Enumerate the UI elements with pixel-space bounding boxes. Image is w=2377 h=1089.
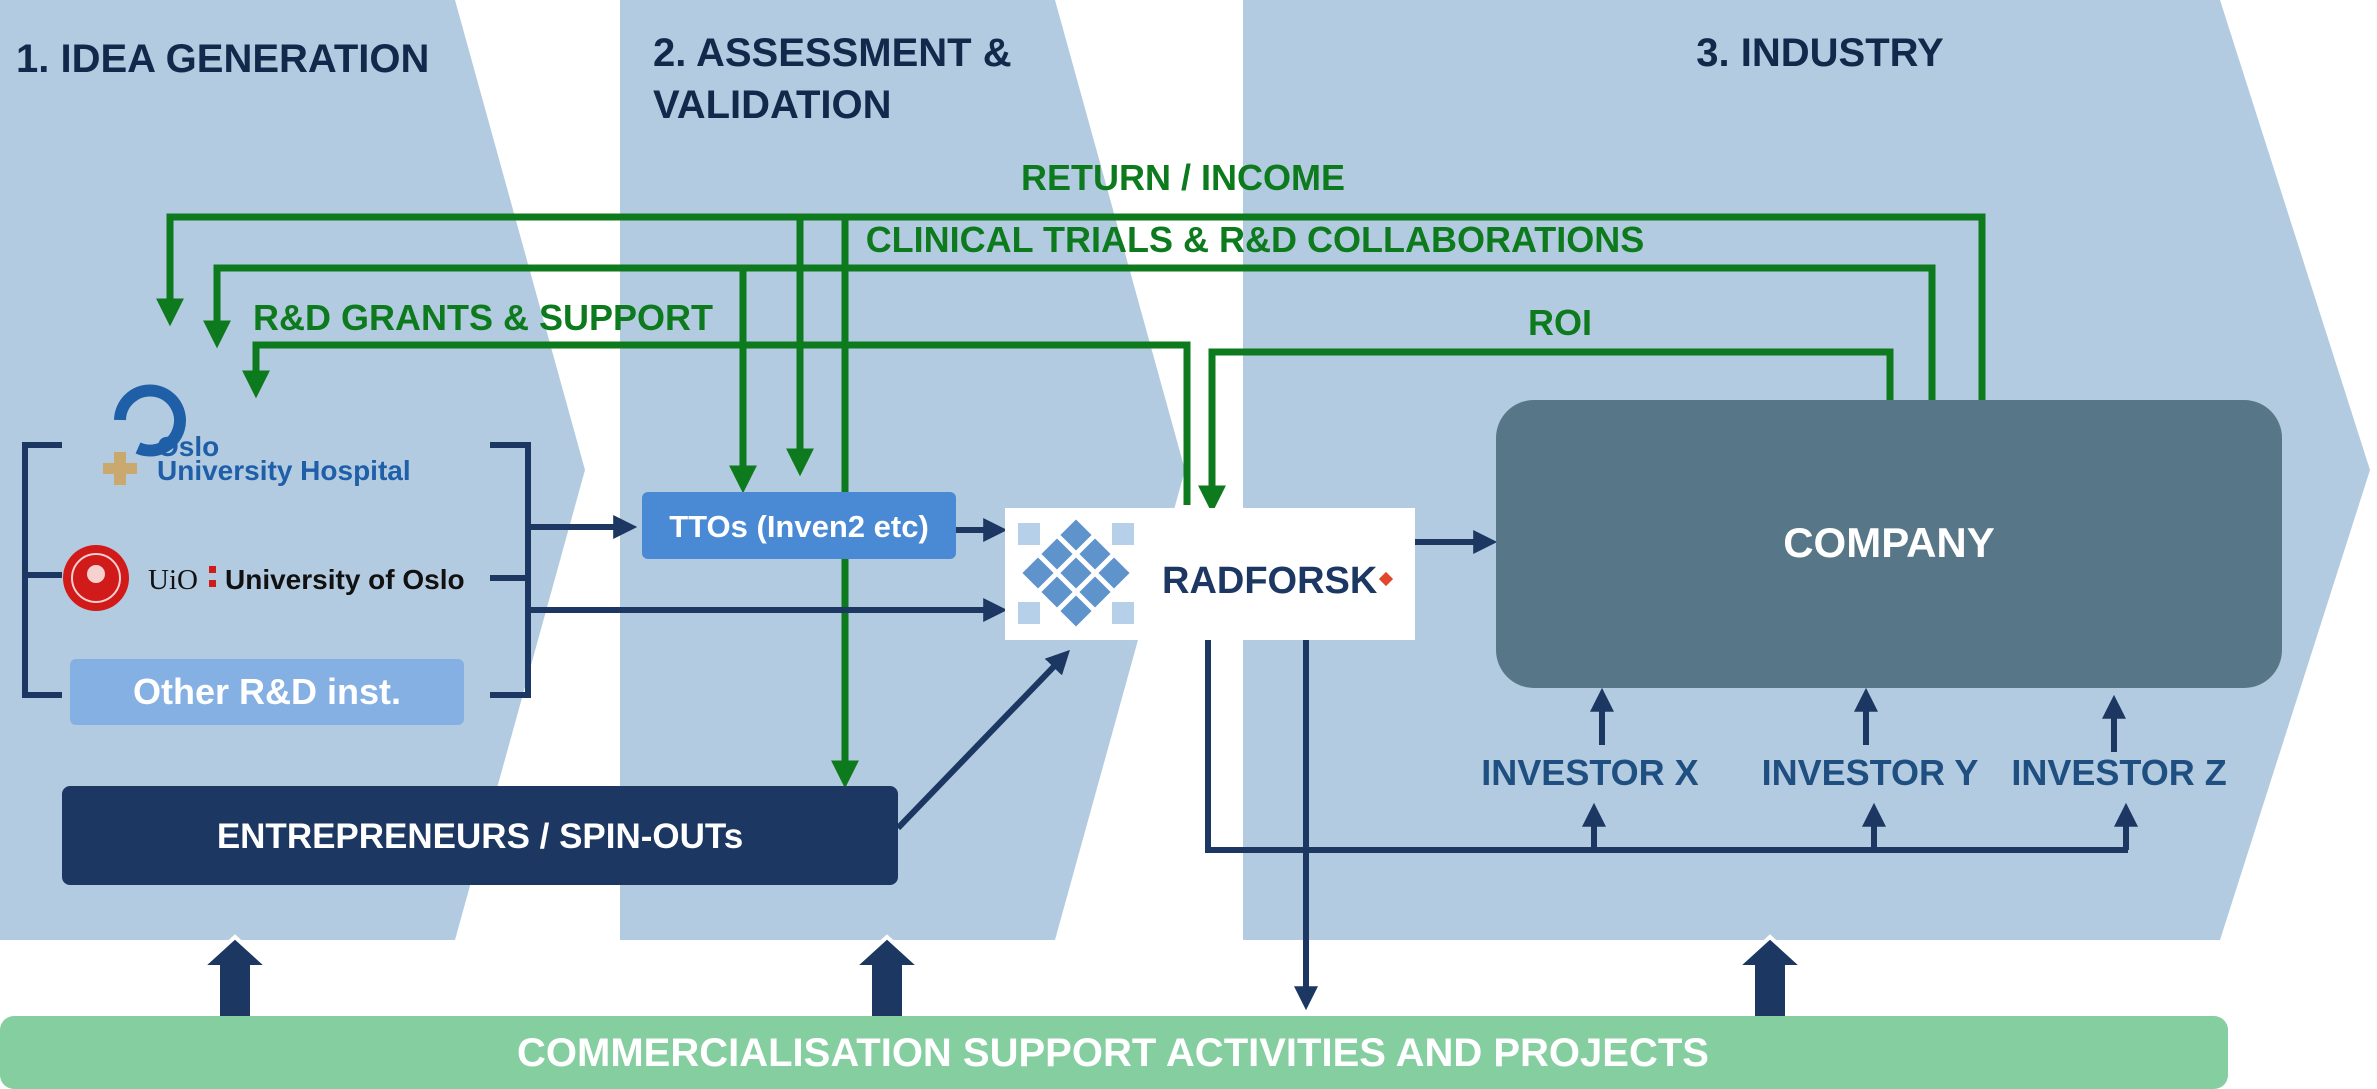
radforsk-accent-icon [1378, 571, 1394, 587]
institutions-bracket-right [490, 442, 531, 698]
investor-z-label: INVESTOR Z [2011, 752, 2226, 793]
clinical-trials-flow [203, 264, 1936, 494]
oslo-university-hospital-logo: Oslo University Hospital [103, 384, 411, 486]
roi-label: ROI [1528, 302, 1592, 343]
entrepreneurs-box [62, 786, 898, 885]
support-up-arrows [196, 934, 1809, 1022]
institution-flow-arrows [528, 515, 1071, 831]
ous-name-line2: University Hospital [157, 455, 411, 486]
stage-assessment-chevron [620, 0, 1185, 940]
up-arrow-icon [848, 934, 926, 1022]
roi-flow [1198, 348, 1894, 514]
radforsk-label: RADFORSK [1162, 560, 1378, 602]
investor-arrows [1205, 640, 2138, 1011]
clinical-trials-label: CLINICAL TRIALS & R&D COLLABORATIONS [866, 219, 1645, 260]
company-box [1496, 400, 2282, 688]
investor-x-label: INVESTOR X [1481, 752, 1698, 793]
uio-full-name: University of Oslo [225, 564, 465, 595]
company-label: COMPANY [1783, 519, 1995, 566]
commercialisation-support-bar [0, 1016, 2228, 1089]
up-arrow-icon [1731, 934, 1809, 1022]
other-rd-institutions-label: Other R&D inst. [133, 671, 401, 712]
stage-assessment-title-line2: VALIDATION [653, 83, 892, 127]
stage-assessment-title-line1: 2. ASSESSMENT & [653, 31, 1012, 75]
tto-box [642, 492, 956, 559]
uio-short-name: UiO [148, 564, 198, 596]
rd-grants-flow [242, 341, 1191, 505]
university-of-oslo-logo: UiO University of Oslo [63, 545, 465, 611]
entrepreneurs-label: ENTREPRENEURS / SPIN-OUTs [217, 817, 743, 856]
return-income-label: RETURN / INCOME [1021, 157, 1345, 198]
ous-ring-icon [114, 384, 186, 457]
radforsk-logo-icon [1018, 519, 1134, 627]
tto-label: TTOs (Inven2 etc) [669, 509, 929, 544]
rd-grants-label: R&D GRANTS & SUPPORT [253, 297, 713, 338]
stage-idea-title: 1. IDEA GENERATION [16, 37, 429, 81]
investor-y-label: INVESTOR Y [1762, 752, 1979, 793]
ous-name-line1: Oslo [157, 431, 219, 462]
institutions-bracket-left [22, 442, 62, 698]
commercialisation-support-label: COMMERCIALISATION SUPPORT ACTIVITIES AND… [517, 1031, 1709, 1075]
other-rd-institutions-box [70, 659, 464, 725]
up-arrow-icon [196, 934, 274, 1022]
stage-industry-title: 3. INDUSTRY [1696, 31, 1944, 75]
